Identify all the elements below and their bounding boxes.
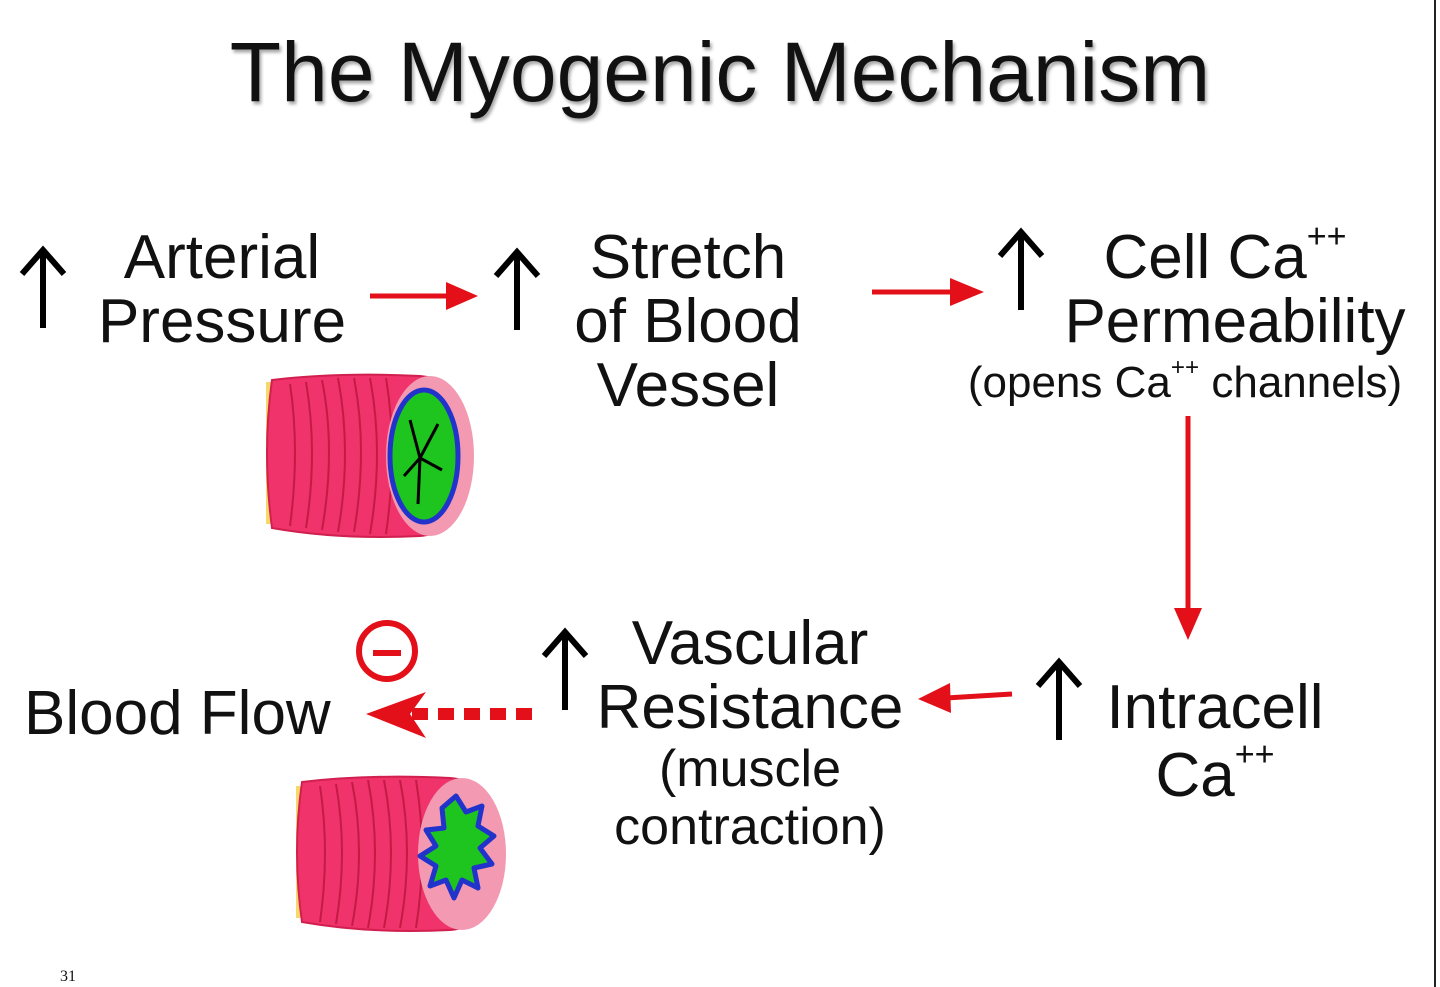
node-cell-ca-permeability: Cell Ca++ Permeability (opens Ca++ chann… <box>930 219 1440 408</box>
flow-arrow-icon <box>1174 416 1202 640</box>
node-note: channels) <box>1199 358 1403 407</box>
superscript: ++ <box>1234 735 1275 774</box>
node-text: Vascular <box>631 609 869 678</box>
flow-arrow-icon <box>918 683 1013 713</box>
node-text: of Blood <box>574 287 802 356</box>
node-text: Permeability <box>1064 287 1406 356</box>
flow-arrow-icon <box>370 282 478 310</box>
node-vascular-resistance: Vascular Resistance (muscle contraction) <box>590 609 910 857</box>
node-blood-flow: Blood Flow <box>24 682 354 746</box>
node-note: (opens Ca <box>967 358 1171 407</box>
slide-border <box>1434 0 1436 987</box>
node-note: contraction) <box>614 798 886 856</box>
node-text: Stretch <box>589 223 787 292</box>
constricted-vessel-icon <box>296 775 506 932</box>
node-text: Cell Ca <box>1103 223 1307 292</box>
increase-arrow-icon <box>19 245 67 328</box>
node-text: Ca <box>1155 741 1235 810</box>
node-text: Vessel <box>596 351 780 420</box>
inhibition-icon <box>356 620 418 682</box>
node-note: (muscle <box>658 740 842 798</box>
node-text: Blood Flow <box>24 679 331 748</box>
node-text: Resistance <box>596 673 904 742</box>
superscript: ++ <box>1306 217 1347 256</box>
flow-arrow-icon <box>872 278 984 306</box>
node-text: Arterial <box>123 223 321 292</box>
increase-arrow-icon <box>493 247 541 330</box>
node-arterial-pressure: Arterial Pressure <box>82 226 362 354</box>
increase-arrow-icon <box>541 627 589 710</box>
increase-arrow-icon <box>1035 657 1083 740</box>
node-intracell-ca: Intracell Ca++ <box>1090 676 1340 808</box>
superscript: ++ <box>1170 354 1200 382</box>
page-title: The Myogenic Mechanism <box>229 25 1211 119</box>
inhibitory-dotted-arrow-icon <box>366 692 532 738</box>
node-stretch-of-blood-vessel: Stretch of Blood Vessel <box>558 226 818 418</box>
slide-number: 31 <box>60 968 76 985</box>
stretched-vessel-icon <box>266 373 474 538</box>
node-text: Intracell <box>1106 673 1324 742</box>
increase-arrow-icon <box>997 227 1045 310</box>
node-text: Pressure <box>97 287 347 356</box>
